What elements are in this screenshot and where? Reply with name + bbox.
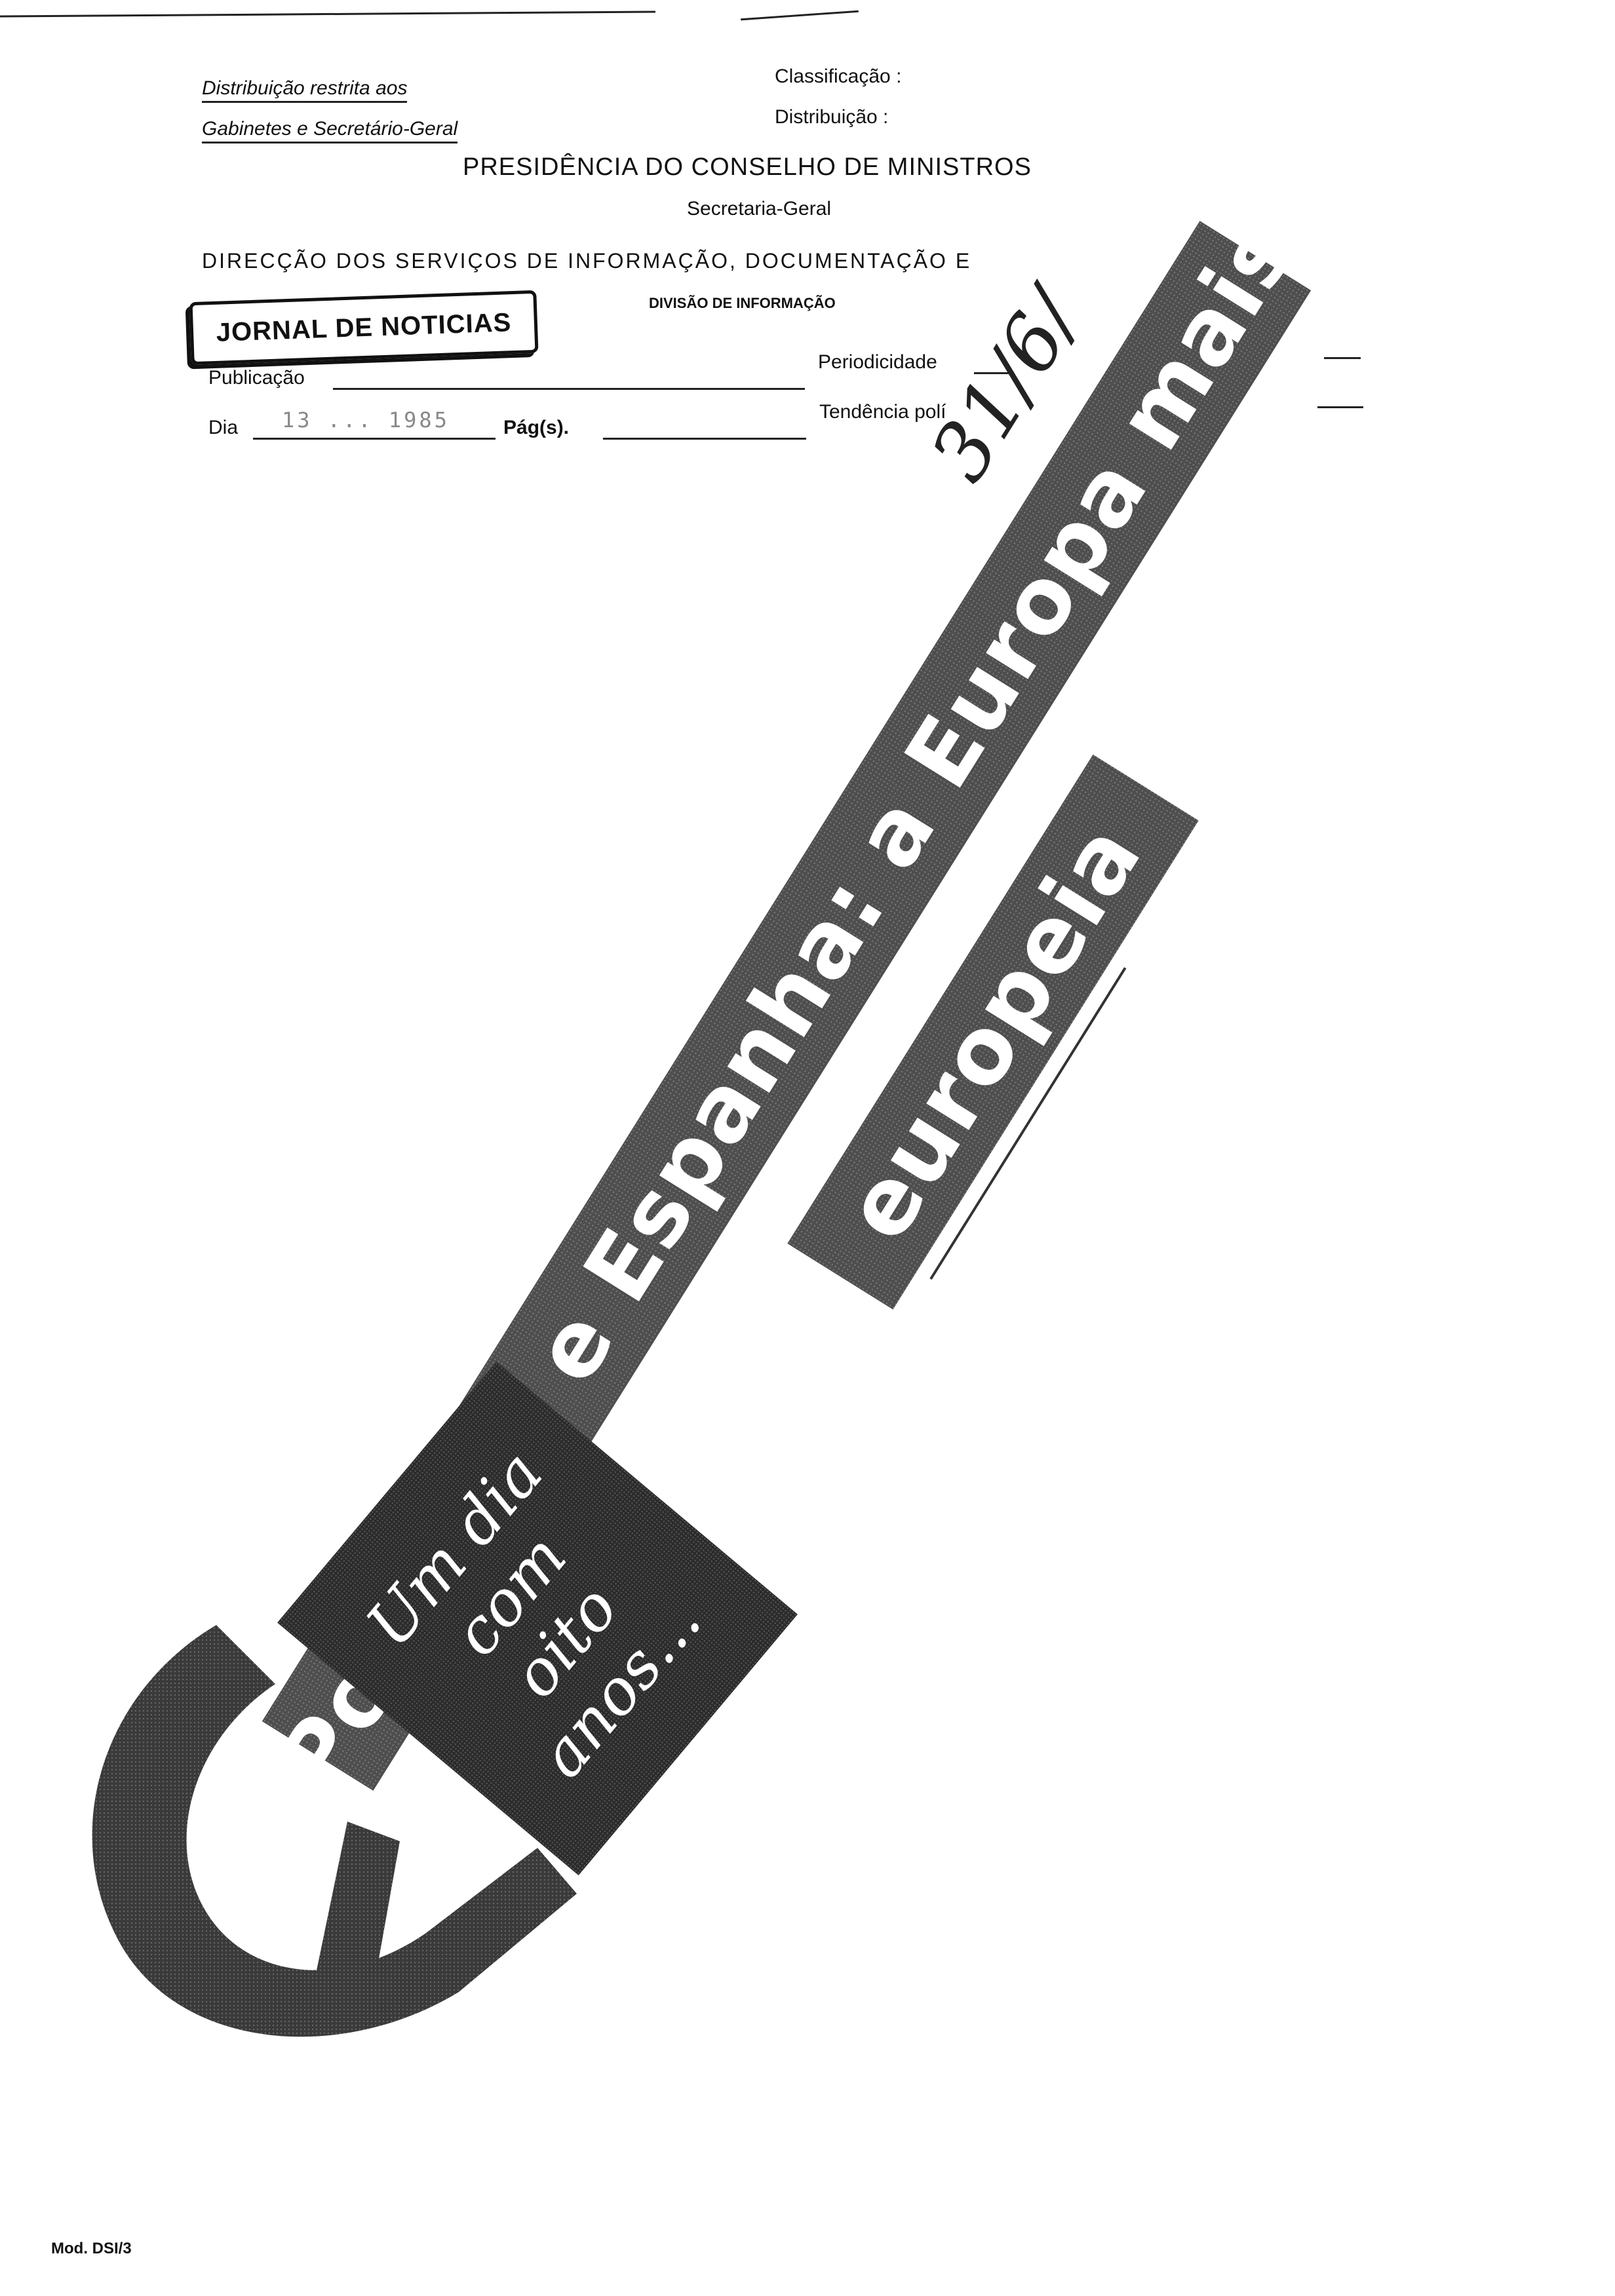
periodicity-line (974, 372, 1013, 374)
distribution-label: Distribuição : (775, 106, 889, 128)
margin-mark-1 (1324, 357, 1361, 359)
division-label: DIVISÃO DE INFORMAÇÃO (649, 295, 836, 311)
periodicity-label: Periodicidade (818, 351, 937, 373)
restricted-distribution-line1: Distribuição restrita aos (202, 77, 408, 103)
day-label: Dia (208, 417, 239, 438)
restricted-distribution-line2: Gabinetes e Secretário-Geral (202, 118, 458, 144)
newspaper-stamp: JORNAL DE NOTICIAS (189, 290, 539, 366)
margin-mark-2 (1317, 406, 1363, 408)
org-subtitle: Secretaria-Geral (687, 198, 832, 220)
directorate-line: DIRECÇÃO DOS SERVIÇOS DE INFORMAÇÃO, DOC… (202, 249, 972, 273)
pages-label: Pág(s). (503, 417, 570, 438)
org-title: PRESIDÊNCIA DO CONSELHO DE MINISTROS (463, 153, 1032, 181)
publication-label: Publicação (208, 367, 305, 389)
pages-line (603, 438, 806, 440)
form-code: Mod. DSI/3 (51, 2240, 132, 2257)
day-value: 13 ... 1985 (282, 408, 450, 432)
decorative-hook-shape (92, 1625, 577, 2037)
top-scan-line (0, 10, 655, 18)
day-line (253, 438, 496, 440)
classification-label: Classificação : (775, 66, 902, 87)
tendency-label: Tendência polí (819, 401, 946, 423)
publication-line (333, 388, 805, 390)
top-scan-line-right (741, 10, 859, 21)
